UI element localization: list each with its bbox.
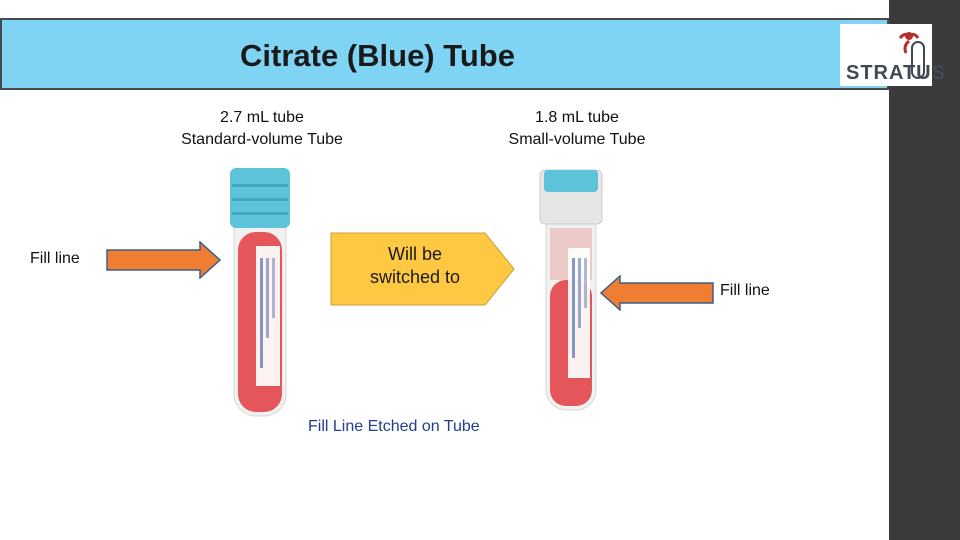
left-tube-volume: 2.7 mL tube xyxy=(162,107,362,129)
left-tube-label: 2.7 mL tube Standard-volume Tube xyxy=(162,107,362,151)
left-fill-line-label: Fill line xyxy=(30,250,80,268)
callout-text: Will be switched to xyxy=(340,243,490,289)
small-volume-tube xyxy=(536,168,606,414)
fill-line-etched-note: Fill Line Etched on Tube xyxy=(308,418,480,436)
right-tube-label: 1.8 mL tube Small-volume Tube xyxy=(477,107,677,151)
right-tube-description: Small-volume Tube xyxy=(477,129,677,151)
left-fill-line-arrow xyxy=(106,241,222,279)
callout-line-1: Will be xyxy=(340,243,490,266)
right-tube-volume: 1.8 mL tube xyxy=(477,107,677,129)
right-fill-line-arrow xyxy=(600,275,714,311)
left-tube-description: Standard-volume Tube xyxy=(162,129,362,151)
callout-line-2: switched to xyxy=(340,266,490,289)
standard-volume-tube xyxy=(220,162,300,422)
logo-text: STRATUS xyxy=(846,62,946,85)
slide-title: Citrate (Blue) Tube xyxy=(240,38,515,74)
right-fill-line-label: Fill line xyxy=(720,282,770,300)
